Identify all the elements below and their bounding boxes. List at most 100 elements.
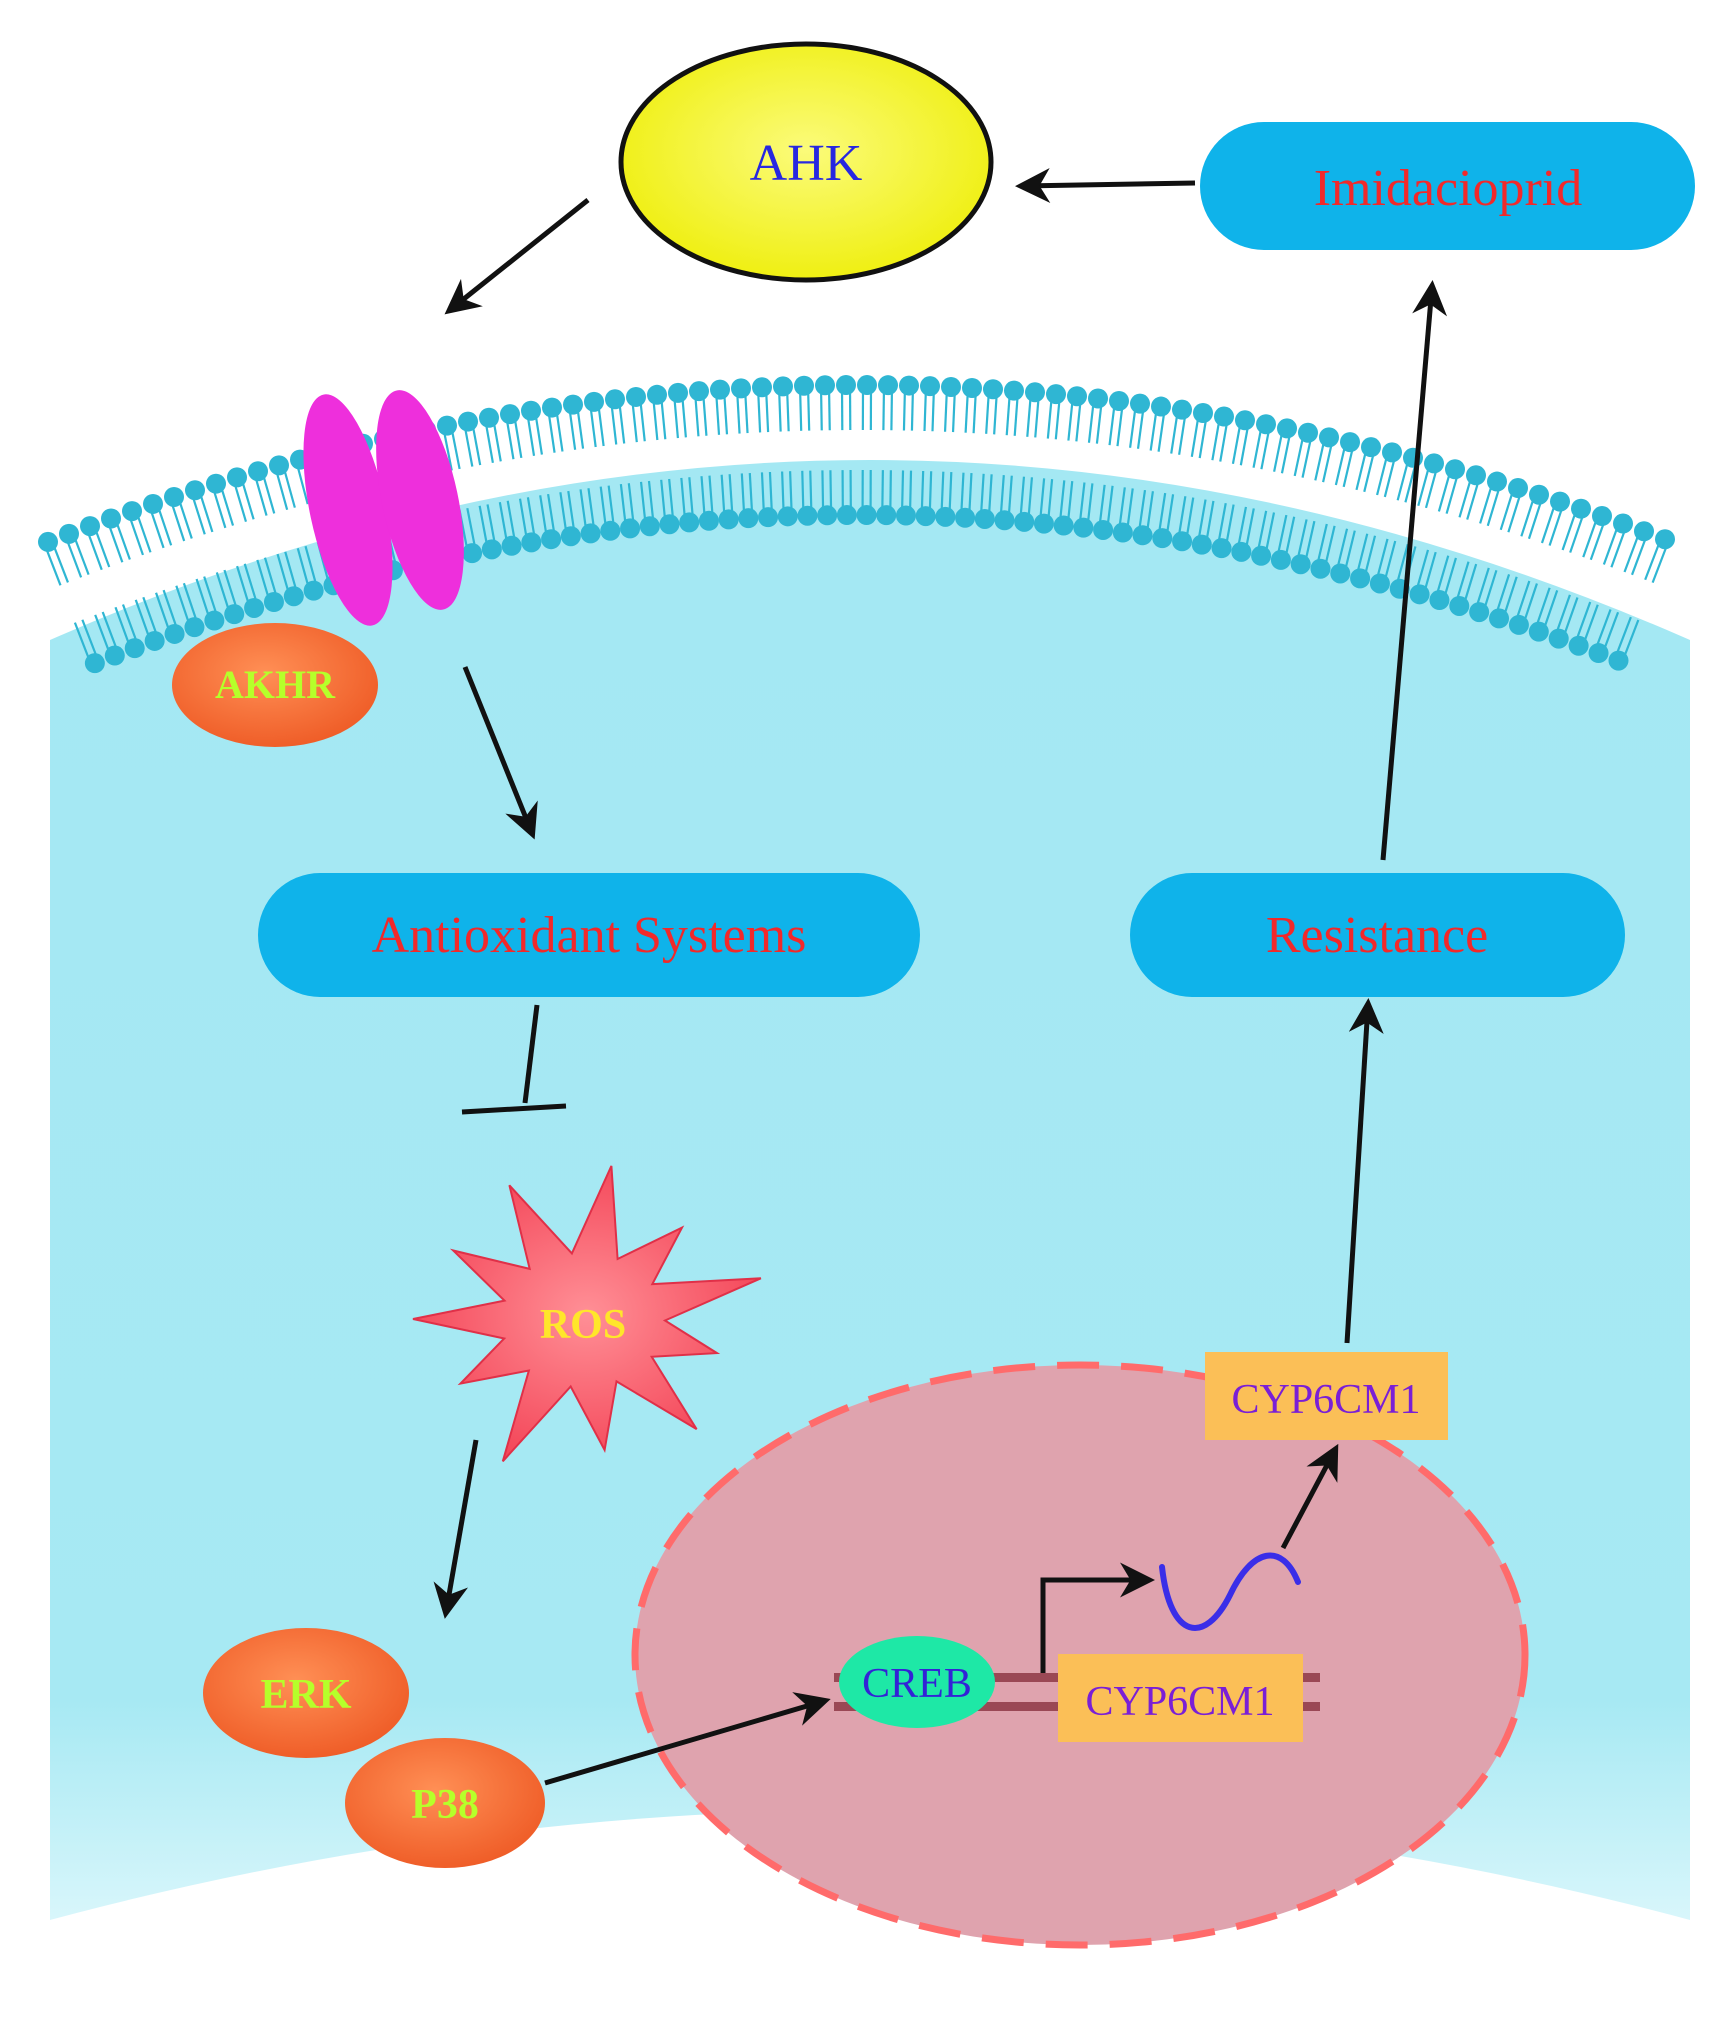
mrna-transcript [1159,1552,1301,1631]
antioxidant-systems-node: Antioxidant Systems [258,873,920,997]
lipid-head [1290,554,1311,575]
lipid-head [1382,442,1402,463]
lipid-head [983,379,1003,400]
akhr-node: AKHR [172,623,378,747]
lipid-head [758,507,779,528]
cyp6cm1-protein: CYP6CM1 [1205,1352,1448,1440]
lipid-head [164,623,185,644]
lipid-head [437,415,457,436]
lipid-head [143,493,163,514]
lipid-head [580,523,601,544]
ahk-node: AHK [618,41,994,283]
erk-node: ERK [203,1628,409,1758]
lipid-head [1550,491,1570,512]
arrow-imidacloprid-to-ahk [1015,168,1196,204]
lipid-head [647,384,667,405]
lipid-head [1270,549,1291,570]
lipid-head [206,473,226,494]
cyp6cm1-gene: CYP6CM1 [1058,1654,1303,1742]
lipid-head [1067,386,1087,407]
receptor-helix-left [303,394,393,626]
lipid-head [101,508,121,529]
lipid-head [248,461,268,482]
lipid-head [1429,590,1450,611]
lipid-head [876,505,897,526]
lipid-head [521,400,541,421]
lipid-head [1251,545,1272,566]
lipid-head [1073,517,1094,538]
cyp6cm1-protein-label: CYP6CM1 [1231,1377,1420,1423]
lipid-head [303,580,324,601]
lipid-head [1053,515,1074,536]
resistance-label: Resistance [1266,907,1488,964]
lipid-head [962,377,982,398]
lipid-head [1571,498,1591,519]
lipid-head [718,509,739,530]
lipid-head [184,617,205,638]
lipid-head [1487,471,1507,492]
lipid-head [124,638,145,659]
lipid-head [1613,513,1633,534]
lipid-head [794,375,814,396]
lipid-head [59,523,79,544]
lipid-head [185,480,205,501]
lipid-head [731,378,751,399]
lipid-head [915,506,936,527]
lipid-head [698,510,719,531]
lipid-head [1508,614,1529,635]
lipid-head [1469,602,1490,623]
lipid-head [1214,406,1234,427]
lipid-head [84,653,105,674]
lipid-head [1231,541,1252,562]
lipid-head [941,376,961,397]
lipid-head [1191,534,1212,555]
cyp6cm1-gene-label: CYP6CM1 [1085,1679,1274,1725]
lipid-head [1466,465,1486,486]
lipid-head [1528,621,1549,642]
p38-node: P38 [345,1738,545,1868]
ahk-label: AHK [750,135,863,192]
creb-node: CREB [839,1636,995,1728]
lipid-head [1361,437,1381,458]
lipid-head [1193,402,1213,423]
lipid-head [1592,506,1612,527]
lipid-head [752,377,772,398]
arrow-protein-to-resistance [1344,998,1384,1344]
pathway-arrows [433,168,1448,1786]
ros-label: ROS [540,1302,626,1348]
lipid-head [1298,422,1318,443]
lipid-head [895,505,916,526]
lipid-head [244,597,265,618]
arrow-ros-to-erk [433,1439,479,1619]
lipid-head [501,535,522,556]
lipid-head [856,505,877,526]
lipid-head [227,467,247,488]
lipid-head [994,510,1015,531]
lipid-head [1152,528,1173,549]
lipid-head [1112,522,1133,543]
lipid-head [836,505,857,526]
antioxidant-systems-label: Antioxidant Systems [372,907,807,964]
lipid-head [1014,511,1035,532]
lipid-head [1172,399,1192,420]
lipid-head [1211,538,1232,559]
lipid-head [815,375,835,396]
p38-label: P38 [411,1782,479,1828]
arrow-receptor-to-antioxidant [462,666,538,840]
lipid-head [1424,453,1444,474]
lipid-head [1634,521,1654,542]
lipid-head [1449,595,1470,616]
lipid-head [560,526,581,547]
lipid-head [1310,558,1331,579]
arrow-p38-to-creb [544,1692,831,1786]
lipid-head [80,516,100,537]
lipid-head [1025,382,1045,403]
lipid-head [269,455,289,476]
lipid-head [679,512,700,533]
lipid-head [1608,650,1629,671]
lipid-head [1548,628,1569,649]
imidacloprid-label: Imidacioprid [1314,160,1583,217]
lipid-head [1151,396,1171,417]
lipid-head [857,375,877,396]
lipid-head [1109,390,1129,411]
